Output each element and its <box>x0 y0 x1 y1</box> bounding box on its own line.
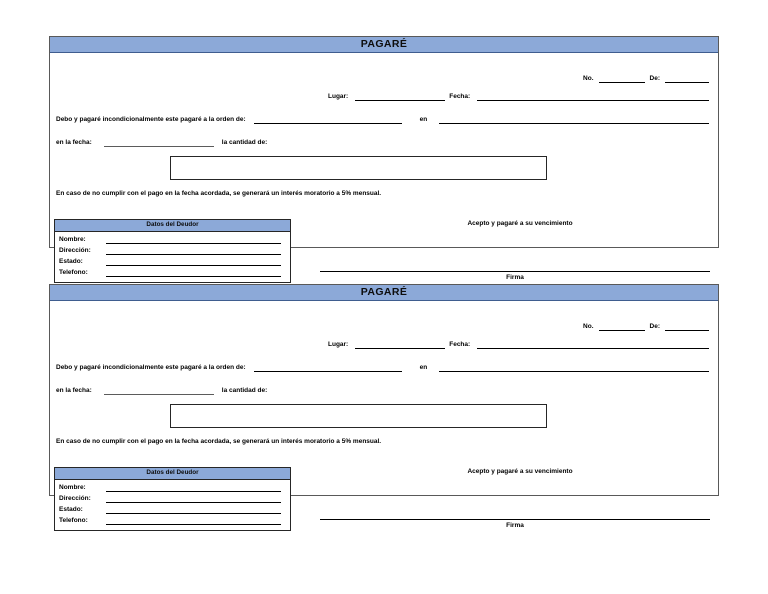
debtor-data-panel: Datos del Deudor Nombre: Dirección: Esta… <box>54 467 291 531</box>
number-label: No. <box>583 74 594 82</box>
debtor-address-input[interactable] <box>106 493 281 503</box>
form-body: No. De: Lugar: Fecha: Debo y pagaré inco… <box>50 53 718 283</box>
debtor-state-label: Estado: <box>59 257 83 265</box>
promise-row: Debo y pagaré incondicionalmente este pa… <box>56 363 709 372</box>
number-label: No. <box>583 322 594 330</box>
debtor-name-input[interactable] <box>106 482 281 492</box>
series-label: De: <box>649 322 660 330</box>
place-label: Lugar: <box>328 92 349 100</box>
number-input[interactable] <box>598 322 645 331</box>
amount-words-input[interactable] <box>170 404 547 428</box>
due-date-label: en la fecha: <box>56 386 92 394</box>
number-and-series-row: No. De: <box>583 74 709 83</box>
due-date-label: en la fecha: <box>56 138 92 146</box>
place-input[interactable] <box>355 340 446 349</box>
date-label: Fecha: <box>449 92 471 100</box>
debtor-panel-title: Datos del Deudor <box>146 469 199 477</box>
signature-input[interactable] <box>320 519 710 520</box>
debtor-field-row: Dirección: <box>55 244 290 255</box>
pagare-form-copy-1: PAGARÉ No. De: Lugar: Fecha: Debo y paga… <box>49 36 719 283</box>
number-and-series-row: No. De: <box>583 322 709 331</box>
amount-label: la cantidad de: <box>221 386 268 394</box>
date-input[interactable] <box>477 92 709 101</box>
interest-clause: En caso de no cumplir con el pago en la … <box>56 438 382 445</box>
promise-row: Debo y pagaré incondicionalmente este pa… <box>56 115 709 124</box>
amount-label: la cantidad de: <box>221 138 268 146</box>
debtor-fields: Nombre: Dirección: Estado: Telefono: <box>55 480 290 530</box>
place-and-date-row: Lugar: Fecha: <box>50 92 709 101</box>
page-title: PAGARÉ <box>360 38 408 51</box>
debtor-name-label: Nombre: <box>59 483 86 491</box>
debtor-panel-header: Datos del Deudor <box>55 468 290 480</box>
series-input[interactable] <box>665 74 709 83</box>
form-title-bar: PAGARÉ <box>50 37 718 53</box>
debtor-field-row: Estado: <box>55 503 290 514</box>
debtor-address-label: Dirección: <box>59 246 91 254</box>
interest-clause: En caso de no cumplir con el pago en la … <box>56 190 382 197</box>
pagare-form-copy-2: PAGARÉ No. De: Lugar: Fecha: Debo y paga… <box>49 284 719 531</box>
signature-label: Firma <box>506 274 524 281</box>
promise-text: Debo y pagaré incondicionalmente este pa… <box>56 363 246 371</box>
place-input[interactable] <box>355 92 446 101</box>
order-of-input[interactable] <box>253 115 402 124</box>
date-label: Fecha: <box>449 340 471 348</box>
form-body: No. De: Lugar: Fecha: Debo y pagaré inco… <box>50 301 718 531</box>
debtor-data-panel: Datos del Deudor Nombre: Dirección: Esta… <box>54 219 291 283</box>
signature-input[interactable] <box>320 271 710 272</box>
debtor-panel-header: Datos del Deudor <box>55 220 290 232</box>
acceptance-text: Acepto y pagaré a su vencimiento <box>467 468 573 475</box>
due-date-input[interactable] <box>103 138 214 147</box>
due-date-row: en la fecha: la cantidad de: <box>56 138 267 147</box>
debtor-fields: Nombre: Dirección: Estado: Telefono: <box>55 232 290 282</box>
place-label: Lugar: <box>328 340 349 348</box>
debtor-field-row: Telefono: <box>55 266 290 277</box>
debtor-phone-input[interactable] <box>106 515 281 525</box>
date-input[interactable] <box>477 340 709 349</box>
in-label: en <box>419 363 428 371</box>
form-title-bar: PAGARÉ <box>50 285 718 301</box>
due-date-input[interactable] <box>103 386 214 395</box>
debtor-phone-label: Telefono: <box>59 516 88 524</box>
debtor-phone-input[interactable] <box>106 267 281 277</box>
debtor-state-input[interactable] <box>106 256 281 266</box>
debtor-address-label: Dirección: <box>59 494 91 502</box>
debtor-name-input[interactable] <box>106 234 281 244</box>
debtor-state-input[interactable] <box>106 504 281 514</box>
promise-text: Debo y pagaré incondicionalmente este pa… <box>56 115 246 123</box>
debtor-field-row: Nombre: <box>55 233 290 244</box>
signature-label: Firma <box>506 522 524 529</box>
debtor-phone-label: Telefono: <box>59 268 88 276</box>
series-input[interactable] <box>665 322 709 331</box>
in-place-input[interactable] <box>439 115 709 124</box>
debtor-state-label: Estado: <box>59 505 83 513</box>
number-input[interactable] <box>598 74 645 83</box>
debtor-panel-title: Datos del Deudor <box>146 221 199 229</box>
order-of-input[interactable] <box>253 363 402 372</box>
page-title: PAGARÉ <box>360 286 408 299</box>
debtor-field-row: Estado: <box>55 255 290 266</box>
debtor-field-row: Dirección: <box>55 492 290 503</box>
debtor-name-label: Nombre: <box>59 235 86 243</box>
debtor-field-row: Telefono: <box>55 514 290 525</box>
acceptance-text: Acepto y pagaré a su vencimiento <box>467 220 573 227</box>
series-label: De: <box>649 74 660 82</box>
due-date-row: en la fecha: la cantidad de: <box>56 386 267 395</box>
in-place-input[interactable] <box>439 363 709 372</box>
place-and-date-row: Lugar: Fecha: <box>50 340 709 349</box>
debtor-field-row: Nombre: <box>55 481 290 492</box>
in-label: en <box>419 115 428 123</box>
debtor-address-input[interactable] <box>106 245 281 255</box>
amount-words-input[interactable] <box>170 156 547 180</box>
